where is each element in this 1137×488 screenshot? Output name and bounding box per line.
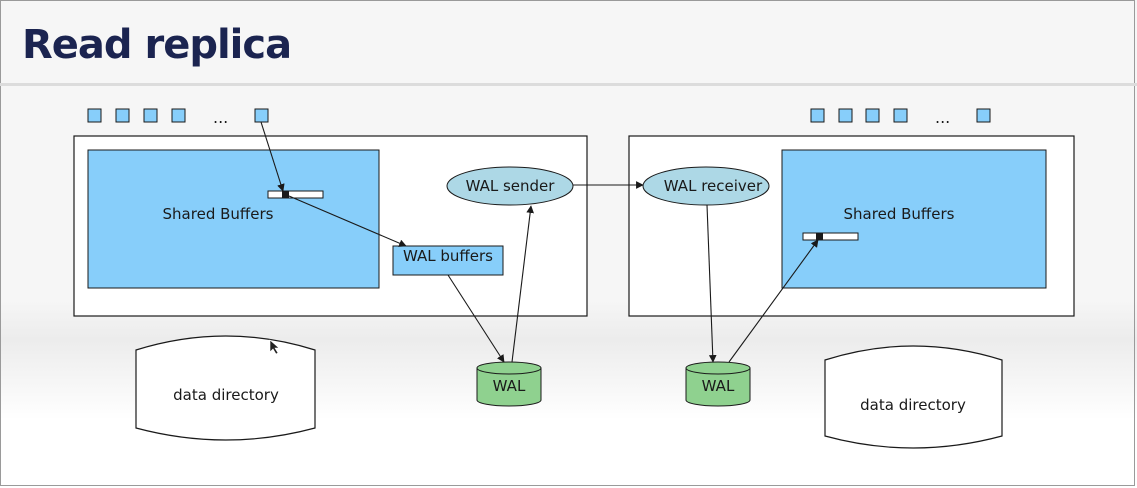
replica-backend-square — [838, 108, 853, 123]
replica-data-directory: data directory — [824, 345, 1003, 449]
primary-wal-disk: WAL — [476, 361, 542, 407]
primary-backend-square — [87, 108, 102, 123]
replica-backend-square — [976, 108, 991, 123]
primary-backend-square — [143, 108, 158, 123]
primary-shared-buffers-label: Shared Buffers — [163, 205, 274, 223]
replica-backends: ... — [810, 108, 991, 127]
arrow-buffer-to-wal-buffers — [288, 195, 407, 247]
primary-backends: ... — [87, 108, 269, 127]
arrow-wal-buffers-to-wal-disk — [447, 274, 505, 363]
primary-ellipsis: ... — [213, 108, 228, 127]
replica-wal-disk: WAL — [685, 361, 751, 407]
title-divider — [0, 83, 1137, 86]
arrow-wal-disk-to-replica-buffer — [728, 239, 819, 363]
wal-sender-label: WAL sender — [466, 177, 556, 195]
replica-shared-buffers-label: Shared Buffers — [844, 205, 955, 223]
primary-data-directory-label: data directory — [173, 386, 279, 404]
primary-backend-square — [171, 108, 186, 123]
replica-backend-square — [893, 108, 908, 123]
mouse-cursor-icon — [269, 339, 280, 355]
arrow-wal-disk-to-sender — [511, 205, 534, 363]
replica-data-directory-label: data directory — [860, 396, 966, 414]
wal-buffers-label: WAL buffers — [403, 247, 493, 265]
primary-shared-buffers — [87, 149, 380, 289]
slide-title: Read replica — [22, 22, 292, 68]
replica-shared-buffers — [781, 149, 1047, 289]
replica-wal-disk-label: WAL — [702, 377, 735, 395]
primary-buffer-page — [267, 190, 324, 199]
wal-sender-ellipse — [446, 166, 574, 206]
replica-buffer-page — [802, 232, 859, 241]
replica-buffer-page-marker — [816, 233, 823, 240]
replica-backend-square — [865, 108, 880, 123]
primary-backend-square — [115, 108, 130, 123]
wal-receiver-label: WAL receiver — [664, 177, 763, 195]
arrow-receiver-to-wal-disk — [706, 204, 717, 363]
primary-data-directory: data directory — [135, 335, 316, 441]
replica-backend-square — [810, 108, 825, 123]
arrow-backend-to-buffer — [260, 121, 285, 192]
primary-buffer-page-marker — [282, 191, 289, 198]
replica-ellipsis: ... — [935, 108, 950, 127]
primary-wal-disk-label: WAL — [493, 377, 526, 395]
primary-backend-square-active — [254, 108, 269, 123]
